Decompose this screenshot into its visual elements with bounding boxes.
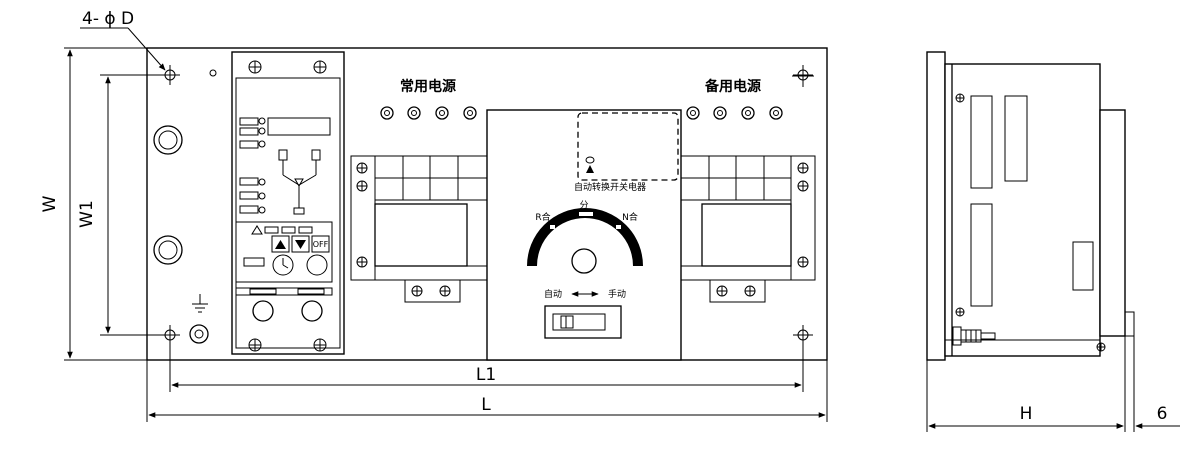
dim-w: W	[40, 195, 60, 212]
mounting-hole-bottom-left	[160, 325, 180, 345]
warning-icon	[251, 225, 263, 235]
cable-hole-upper	[153, 125, 183, 155]
nameplate-window	[577, 112, 679, 181]
controller-display	[267, 117, 331, 136]
mounting-hole-top-left	[160, 65, 180, 85]
dial-n-on-label: N合	[622, 211, 638, 223]
clock-icon	[272, 254, 294, 276]
backup-source-label: 备用电源	[704, 78, 761, 95]
ground-icon	[192, 294, 208, 313]
dial-off-label: 分	[579, 200, 588, 211]
side-handle	[1124, 311, 1135, 337]
cable-hole-lower	[153, 235, 183, 265]
cable-gland-icon	[952, 326, 996, 346]
side-dimensions: H 6	[926, 336, 1180, 432]
indicator-leds	[239, 117, 266, 214]
round-button[interactable]	[306, 254, 328, 276]
dim-w1: W1	[77, 200, 97, 228]
controller-module: OFF	[231, 51, 345, 355]
switch-body: 自动转换开关电器 R合 分 N合 自动 手动	[486, 109, 682, 361]
screw-icon	[248, 60, 327, 352]
side-slot-3	[970, 203, 993, 307]
backup-terminal-screws	[686, 106, 783, 120]
operating-shaft[interactable]	[571, 248, 597, 274]
manual-label: 手动	[608, 288, 626, 300]
ground-terminal	[189, 324, 209, 344]
main-source-label: 常用电源	[400, 78, 456, 95]
hole-callout: 4- ϕ D	[82, 9, 134, 29]
side-connector	[1072, 241, 1094, 291]
screw-icon	[716, 162, 809, 297]
keypad-area	[235, 221, 333, 283]
dial-r-on-label: R合	[535, 211, 550, 223]
auto-label: 自动	[544, 288, 562, 300]
transfer-schematic-icon	[278, 149, 321, 215]
screw-icon	[955, 93, 1106, 352]
main-terminal-screws	[380, 106, 477, 120]
dim-h: H	[1020, 404, 1033, 424]
screw-icon	[356, 162, 451, 297]
switch-device-label: 自动转换开关电器	[574, 181, 646, 193]
side-slot-2	[1004, 95, 1028, 182]
terminal-left	[252, 300, 274, 322]
terminal-right	[301, 300, 323, 322]
side-base-plate	[926, 51, 946, 361]
dim-l1: L1	[476, 365, 496, 385]
front-dimensions: 4- ϕ D W W1 L1 L	[40, 9, 828, 422]
side-slot-1	[970, 95, 993, 189]
side-view	[926, 51, 1135, 361]
mounting-hole-bottom-right	[793, 325, 813, 345]
key-down-button[interactable]	[291, 235, 310, 253]
small-hole	[209, 69, 217, 77]
dim-6: 6	[1157, 404, 1168, 424]
svg-text:OFF: OFF	[313, 240, 329, 249]
dim-l: L	[481, 395, 491, 415]
auto-manual-selector[interactable]	[544, 305, 622, 339]
key-off-button[interactable]: OFF	[311, 235, 330, 253]
corner-crosshair-icon	[792, 65, 814, 87]
key-up-button[interactable]	[271, 235, 290, 253]
front-view: OFF 常用电源 备用电源	[146, 47, 828, 361]
